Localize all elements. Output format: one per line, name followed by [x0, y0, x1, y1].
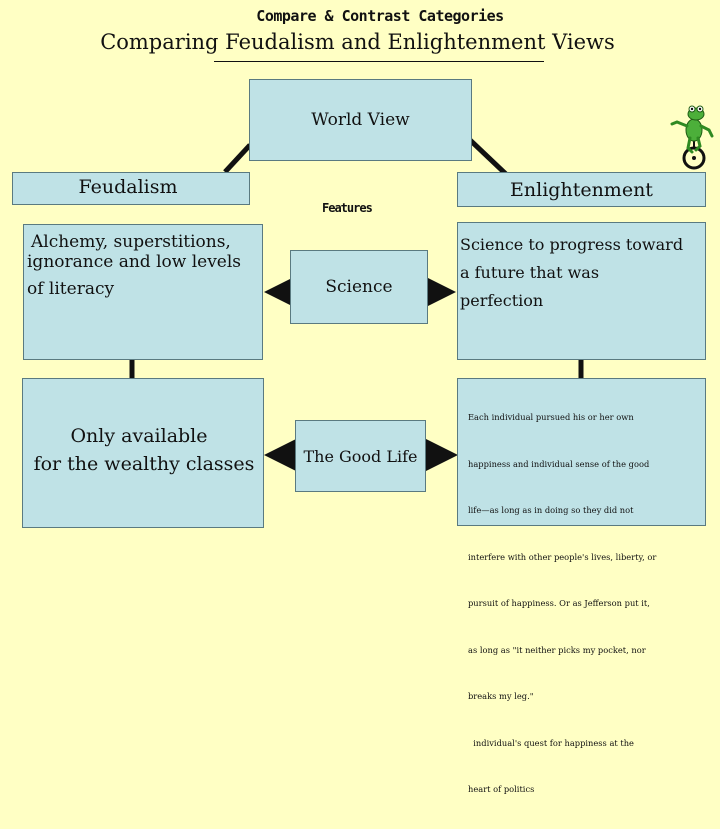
world-view-label: World View [311, 110, 410, 130]
enlightenment-good-life-line-7: breaks my leg." [468, 691, 534, 701]
enlightenment-good-life-line-9: heart of politics [468, 784, 535, 794]
enlightenment-good-life-line-5: pursuit of happiness. Or as Jefferson pu… [468, 598, 650, 608]
connector-worldview-enlightenment [468, 138, 510, 178]
feudalism-science-line-3: of literacy [27, 279, 115, 300]
feature-science-box: Science [290, 250, 428, 324]
frog-on-unicycle-icon [670, 105, 714, 170]
enlightenment-science-line-2: a future that was [460, 263, 600, 282]
feudalism-science-line-2: ignorance and low levels [27, 251, 242, 272]
enlightenment-heading: Enlightenment [510, 178, 653, 201]
feudalism-good-life-line-1: Only available [70, 425, 208, 447]
enlightenment-good-life-line-1: Each individual pursued his or her own [468, 412, 634, 422]
connector-worldview-feudalism [223, 143, 252, 174]
enlightenment-good-life-line-6: as long as "it neither picks my pocket, … [468, 644, 646, 655]
feature-science-label: Science [325, 277, 393, 297]
page-title: Comparing Feudalism and Enlightenment Vi… [100, 30, 615, 54]
features-label: Features [322, 201, 373, 215]
feudalism-good-life-line-2: for the wealthy classes [33, 452, 255, 475]
connector-lines [129, 138, 584, 471]
feudalism-science-box: Alchemy, superstitions, ignorance and lo… [23, 224, 263, 360]
enlightenment-good-life-line-3: life—as long as in doing so they did not [468, 505, 634, 515]
feudalism-heading: Feudalism [78, 176, 178, 198]
enlightenment-good-life-line-8: individual's quest for happiness at the [468, 737, 634, 748]
feudalism-good-life-box: Only available for the wealthy classes [22, 378, 264, 528]
feature-good-life-box: The Good Life [295, 420, 426, 492]
enlightenment-good-life-box: Each individual pursued his or her own h… [457, 378, 706, 794]
enlightenment-science-line-3: perfection [460, 291, 544, 310]
enlightenment-good-life-line-4: interfere with other people's lives, lib… [468, 551, 657, 562]
enlightenment-science-line-1: Science to progress toward [460, 235, 684, 254]
world-view-box: World View [249, 79, 472, 161]
enlightenment-science-box: Science to progress toward a future that… [457, 222, 706, 360]
enlightenment-good-life-line-2: happiness and individual sense of the go… [468, 458, 650, 469]
feudalism-heading-box: Feudalism [12, 172, 250, 205]
feudalism-science-line-1: Alchemy, superstitions, [31, 232, 231, 252]
category-title: Compare & Contrast Categories [256, 7, 504, 25]
title-underline [214, 61, 544, 62]
feature-good-life-label: The Good Life [303, 446, 418, 466]
enlightenment-heading-box: Enlightenment [457, 172, 706, 207]
